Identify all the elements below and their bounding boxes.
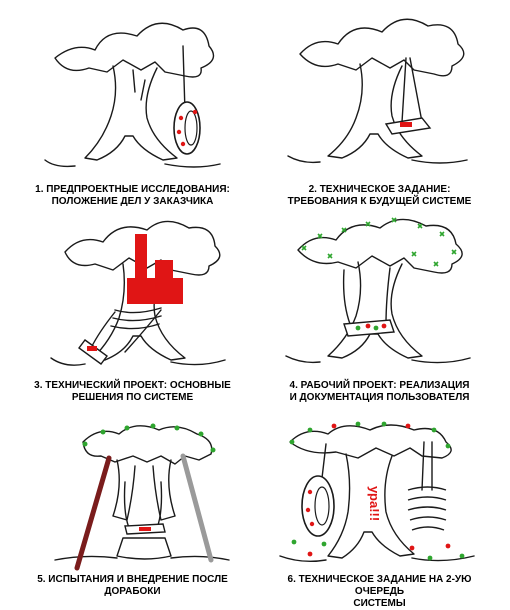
- ura-annotation: ура!!!: [367, 486, 382, 521]
- fallen-seat: [78, 339, 108, 365]
- panel-6-caption: 6. ТЕХНИЧЕСКОЕ ЗАДАНИЕ НА 2-УЮ ОЧЕРЕДЬ С…: [262, 574, 497, 610]
- tree-canopy: [297, 218, 463, 274]
- caption-line: СИСТЕМЫ: [353, 598, 406, 609]
- panel-1: 1. ПРЕДПРОЕКТНЫЕ ИССЛЕДОВАНИЯ: ПОЛОЖЕНИЕ…: [15, 0, 250, 207]
- swing-rope: [182, 45, 186, 113]
- tree-trunk: [84, 65, 178, 161]
- ground-line: [285, 355, 471, 364]
- panel-3-caption: 3. ТЕХНИЧЕСКИЙ ПРОЕКТ: ОСНОВНЫЕ РЕШЕНИЯ …: [15, 380, 250, 404]
- green-leaves: [82, 423, 216, 453]
- ground-line: [287, 155, 468, 164]
- panel-5-caption: 5. ИСПЫТАНИЯ И ВНЕДРЕНИЕ ПОСЛЕ ДОРАБОКИ: [15, 574, 250, 598]
- caption-line: 3. ТЕХНИЧЕСКИЙ ПРОЕКТ: ОСНОВНЫЕ: [34, 380, 231, 391]
- ground-line: [50, 357, 226, 366]
- tree-canopy: [289, 424, 452, 459]
- panel-1-drawing: [44, 22, 221, 168]
- tree-trunk: [327, 63, 423, 159]
- caption-line: РЕШЕНИЯ ПО СИСТЕМЕ: [71, 392, 194, 403]
- colored-leaves: [289, 421, 465, 561]
- swing-rope: [409, 57, 423, 123]
- ground-line: [54, 555, 230, 561]
- board-seat: [343, 319, 395, 337]
- tree-branch: [132, 69, 146, 101]
- trunk-bindings: [110, 307, 162, 330]
- stump: [116, 537, 172, 560]
- ground-line: [279, 555, 475, 563]
- caption-line: И ДОКУМЕНТАЦИЯ ПОЛЬЗОВАТЕЛЯ: [289, 392, 470, 403]
- panel-6: ура!!! 6. ТЕХНИЧЕСКОЕ ЗАДАНИЕ НА 2-УЮ ОЧ…: [262, 420, 497, 609]
- panel-6-drawing: ура!!!: [279, 421, 475, 563]
- caption-line: ПОЛОЖЕНИЕ ДЕЛ У ЗАКАЗЧИКА: [51, 196, 214, 207]
- tree-trunk: [92, 263, 186, 361]
- panel-5-drawing: [54, 423, 230, 571]
- tree-canopy: [82, 425, 213, 465]
- panel-4-caption: 4. РАБОЧИЙ ПРОЕКТ: РЕАЛИЗАЦИЯ И ДОКУМЕНТ…: [262, 380, 497, 404]
- caption-line: 2. ТЕХНИЧЕСКОЕ ЗАДАНИЕ:: [308, 184, 451, 195]
- panel-3-drawing: [50, 220, 226, 366]
- caption-line: 4. РАБОЧИЙ ПРОЕКТ: РЕАЛИЗАЦИЯ: [289, 380, 470, 391]
- swing-rope: [342, 267, 391, 325]
- caption-line: 6. ТЕХНИЧЕСКОЕ ЗАДАНИЕ НА 2-УЮ ОЧЕРЕДЬ: [287, 574, 472, 597]
- caption-line: 5. ИСПЫТАНИЯ И ВНЕДРЕНИЕ ПОСЛЕ: [37, 574, 228, 585]
- board-seat: [384, 117, 432, 135]
- caption-line: ТРЕБОВАНИЯ К БУДУЩЕЙ СИСТЕМЕ: [287, 196, 472, 207]
- panel-2-drawing: [287, 18, 468, 164]
- swing-rope: [321, 443, 327, 479]
- ground-line: [44, 159, 221, 168]
- tree-canopy: [299, 18, 465, 77]
- green-leaves: [301, 217, 457, 267]
- panel-2: 2. ТЕХНИЧЕСКОЕ ЗАДАНИЕ: ТРЕБОВАНИЯ К БУД…: [262, 0, 497, 207]
- panel-4-drawing: [285, 217, 471, 364]
- support-ropes: [74, 453, 214, 571]
- tree-trunk-right: [152, 459, 176, 521]
- tree-trunk: [327, 453, 415, 559]
- caption-line: ДОРАБОКИ: [104, 586, 161, 597]
- tree-trunk: [327, 261, 423, 359]
- tree-trunk-left: [112, 459, 136, 521]
- red-cut-section: [127, 234, 183, 304]
- tire-swing: [301, 475, 335, 537]
- panel-1-caption: 1. ПРЕДПРОЕКТНЫЕ ИССЛЕДОВАНИЯ: ПОЛОЖЕНИЕ…: [15, 184, 250, 208]
- tree-canopy: [54, 22, 215, 78]
- swing-rope: [421, 441, 425, 491]
- caption-line: 1. ПРЕДПРОЕКТНЫЕ ИССЛЕДОВАНИЯ:: [35, 184, 230, 195]
- swing-rope: [401, 57, 407, 123]
- chair-swing: [407, 486, 447, 531]
- panel-5: 5. ИСПЫТАНИЯ И ВНЕДРЕНИЕ ПОСЛЕ ДОРАБОКИ: [15, 420, 250, 604]
- panel-4: 4. РАБОЧИЙ ПРОЕКТ: РЕАЛИЗАЦИЯ И ДОКУМЕНТ…: [262, 212, 497, 412]
- tire-swing: [173, 101, 201, 155]
- board-seat: [124, 523, 166, 535]
- panel-3: 3. ТЕХНИЧЕСКИЙ ПРОЕКТ: ОСНОВНЫЕ РЕШЕНИЯ …: [15, 212, 250, 412]
- panel-2-caption: 2. ТЕХНИЧЕСКОЕ ЗАДАНИЕ: ТРЕБОВАНИЯ К БУД…: [262, 184, 497, 208]
